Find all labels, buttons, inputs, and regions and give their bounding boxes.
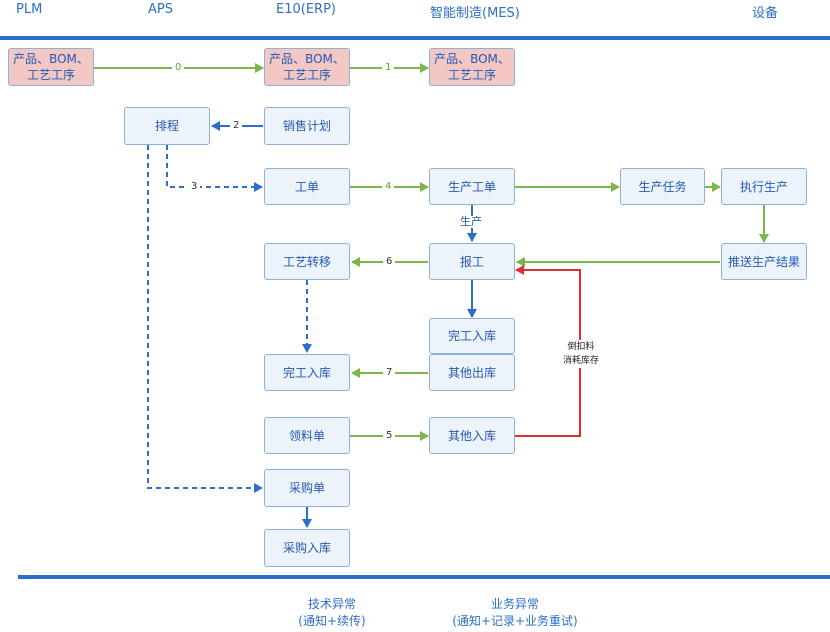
edge-label-5: 5 xyxy=(383,430,396,442)
node-other-outbound[interactable]: 其他出库 xyxy=(429,354,515,391)
column-title-device: 设备 xyxy=(752,6,779,21)
edge-label-production: 生产 xyxy=(457,216,485,228)
node-mes-finish-inbound[interactable]: 完工入库 xyxy=(429,318,515,354)
node-purchase-order[interactable]: 采购单 xyxy=(264,469,350,507)
node-plm-product-bom[interactable]: 产品、BOM、 工艺工序 xyxy=(8,48,94,86)
edge-label-2: 2 xyxy=(230,120,243,132)
node-work-order[interactable]: 工单 xyxy=(264,168,350,205)
tech-exception-label: 技术异常 (通知+续传) xyxy=(298,597,366,628)
node-erp-product-bom[interactable]: 产品、BOM、 工艺工序 xyxy=(264,48,350,86)
edge-label-1: 1 xyxy=(382,62,395,74)
node-other-inbound[interactable]: 其他入库 xyxy=(429,417,515,454)
node-purchase-inbound[interactable]: 采购入库 xyxy=(264,529,350,567)
edge-label-0: 0 xyxy=(172,62,185,74)
edge-label-3: 3 xyxy=(188,181,201,193)
backflush-note: 倒扣料 消耗库存 xyxy=(558,340,604,368)
edge-label-6: 6 xyxy=(383,256,396,268)
edge-label-4: 4 xyxy=(382,181,395,193)
node-process-transfer[interactable]: 工艺转移 xyxy=(264,243,350,280)
column-title-aps: APS xyxy=(148,2,173,17)
column-title-plm: PLM xyxy=(16,2,43,17)
node-push-production-result[interactable]: 推送生产结果 xyxy=(721,243,807,280)
node-production-work-order[interactable]: 生产工单 xyxy=(429,168,515,205)
node-sales-plan[interactable]: 销售计划 xyxy=(264,107,350,145)
node-mes-product-bom[interactable]: 产品、BOM、 工艺工序 xyxy=(429,48,515,86)
node-requisition[interactable]: 领料单 xyxy=(264,417,350,454)
node-production-task[interactable]: 生产任务 xyxy=(620,168,705,205)
node-execute-production[interactable]: 执行生产 xyxy=(721,168,807,205)
column-title-mes: 智能制造(MES) xyxy=(430,6,520,21)
node-schedule[interactable]: 排程 xyxy=(124,107,210,145)
node-report-work[interactable]: 报工 xyxy=(429,243,515,280)
column-title-erp: E10(ERP) xyxy=(276,2,336,17)
edge-3 xyxy=(166,145,263,192)
edge-schedule-purchase xyxy=(147,145,263,493)
node-erp-finish-inbound[interactable]: 完工入库 xyxy=(264,354,350,391)
edge-label-7: 7 xyxy=(383,367,396,379)
business-exception-label: 业务异常 (通知+记录+业务重试) xyxy=(452,597,578,628)
